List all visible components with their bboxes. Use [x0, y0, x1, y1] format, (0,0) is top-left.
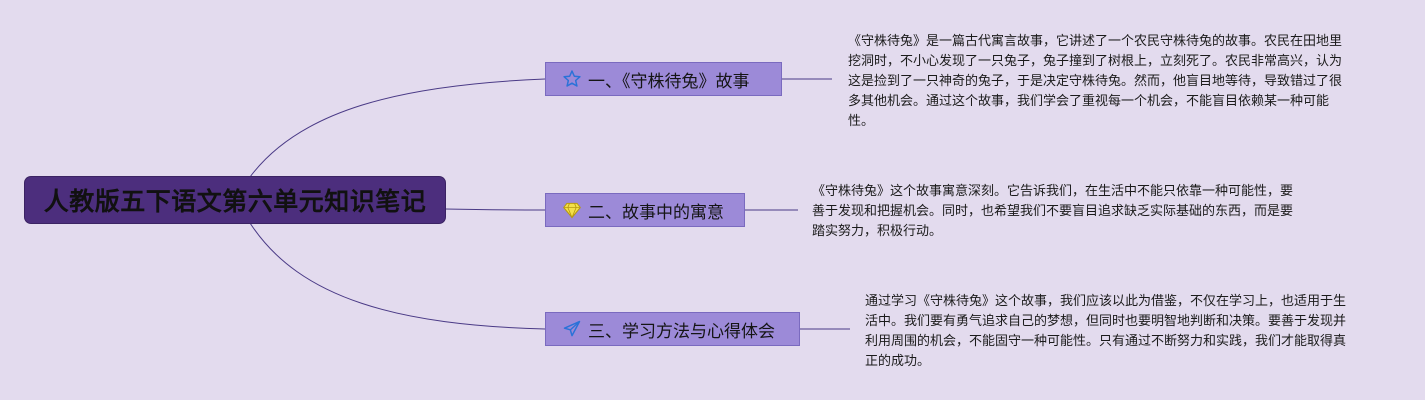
- connector-root-branch-2: [444, 208, 546, 211]
- root-title: 人教版五下语文第六单元知识笔记: [43, 187, 427, 216]
- branch-3-note: 通过学习《守株待兔》这个故事，我们应该以此为借鉴，不仅在学习上，也适用于生活中。…: [865, 294, 1347, 369]
- branch-1-topic[interactable]: 一、《守株待兔》故事: [545, 62, 782, 96]
- branch-1-label: 一、《守株待兔》故事: [588, 71, 750, 92]
- branch-3-label: 三、学习方法与心得体会: [588, 321, 775, 342]
- root-topic[interactable]: 人教版五下语文第六单元知识笔记: [25, 177, 445, 223]
- branch-1-note: 《守株待兔》是一篇古代寓言故事，它讲述了一个农民守株待兔的故事。农民在田地里挖洞…: [848, 34, 1343, 129]
- branch-3-topic[interactable]: 三、学习方法与心得体会: [545, 312, 800, 346]
- paper-plane-icon: [562, 319, 582, 339]
- branch-2-note: 《守株待兔》这个故事寓意深刻。它告诉我们，在生活中不能只依靠一种可能性，要善于发…: [812, 184, 1294, 239]
- star-icon: [562, 69, 582, 89]
- connector-root-branch-1: [249, 78, 546, 178]
- gem-icon: [562, 200, 582, 220]
- connector-root-branch-3: [249, 222, 546, 330]
- branch-2-label: 二、故事中的寓意: [588, 202, 724, 223]
- branch-2-topic[interactable]: 二、故事中的寓意: [545, 193, 745, 227]
